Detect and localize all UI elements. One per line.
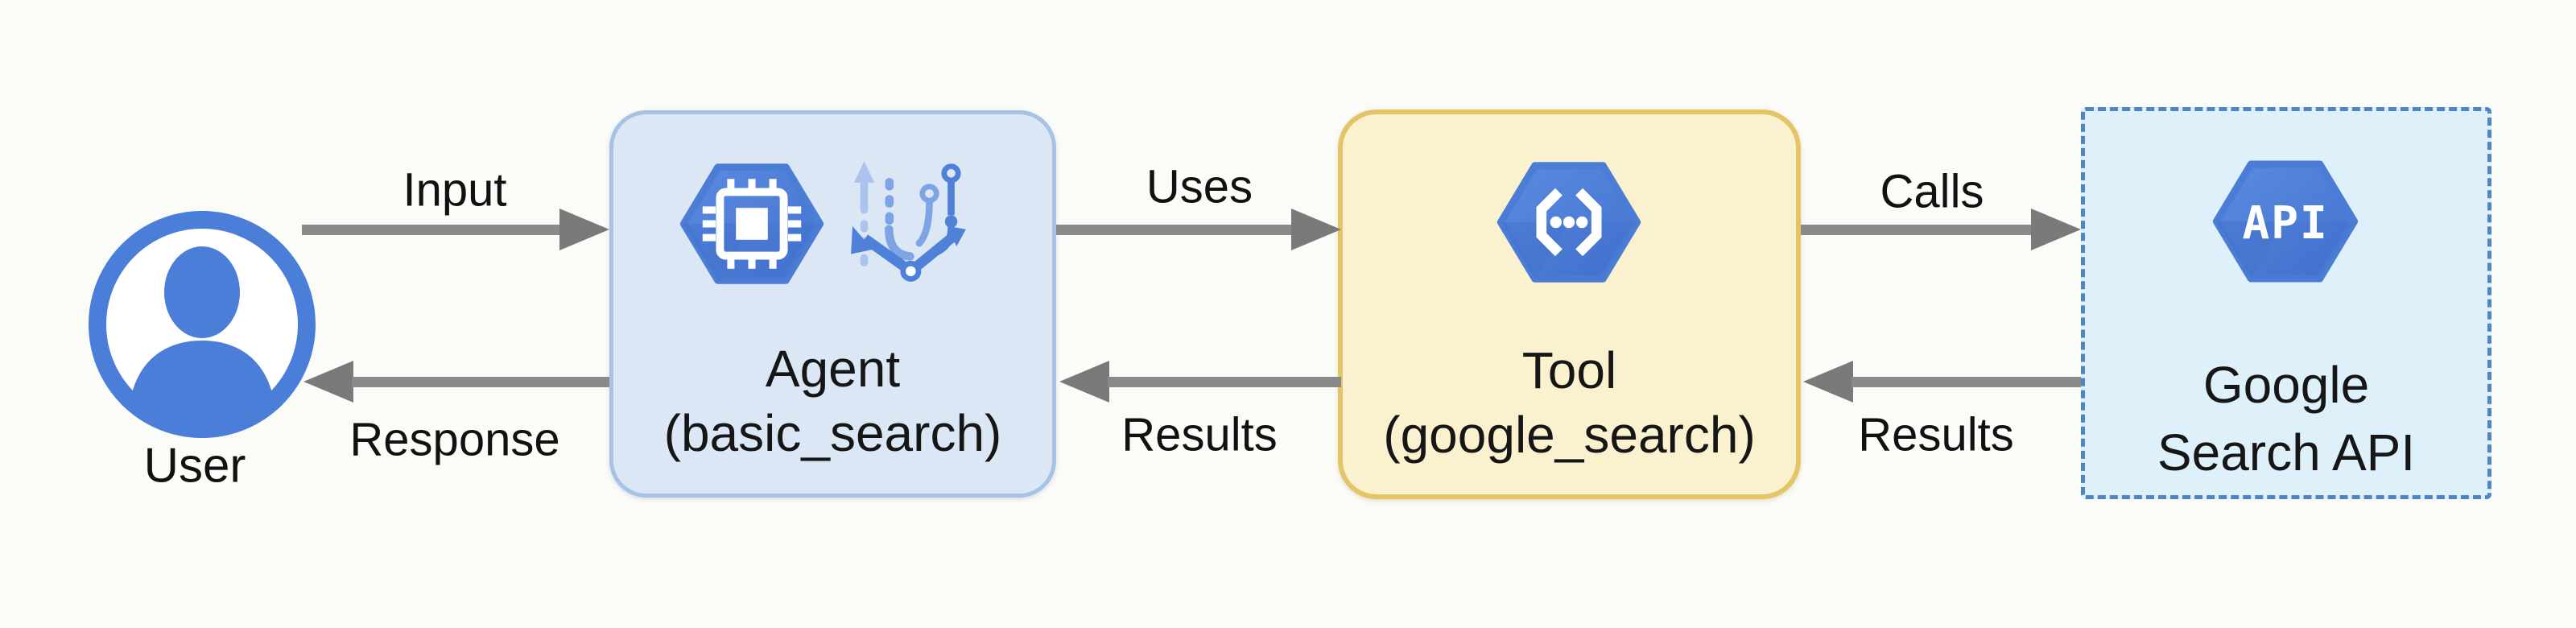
api-title: Google (2202, 356, 2370, 414)
tool-title: Tool (1521, 341, 1617, 399)
code-brackets-hexagon-icon (1496, 162, 1641, 283)
agent-box-text: Agent (basic_search) (609, 337, 1056, 465)
user-label: User (143, 438, 246, 493)
api-subtitle: Search API (2157, 423, 2416, 481)
tool-node (1338, 109, 1801, 499)
agent-node (609, 110, 1056, 498)
api-hexagon-icon: API (2212, 160, 2359, 283)
input-arrow-label: Input (402, 163, 507, 217)
branch-pipeline-icon (851, 160, 966, 282)
response-arrow (303, 361, 609, 403)
api-hexagon-text: API (2242, 197, 2328, 250)
calls-arrow-label: Calls (1880, 165, 1984, 218)
user-icon (89, 211, 316, 438)
api-results-arrow-label: Results (1858, 408, 2014, 461)
cloud-chip-hexagon-icon (679, 163, 824, 284)
tool-box-text: Tool (google_search) (1338, 338, 1801, 467)
calls-arrow (1801, 209, 2081, 250)
agent-subtitle: (basic_search) (663, 404, 1002, 462)
tool-subtitle: (google_search) (1383, 406, 1756, 464)
uses-arrow (1056, 209, 1341, 250)
input-arrow (302, 209, 609, 250)
api-box-text: Google Search API (2081, 351, 2491, 486)
agent-title: Agent (765, 340, 901, 398)
uses-arrow-label: Uses (1146, 160, 1253, 213)
api-results-arrow (1803, 361, 2081, 403)
tool-results-arrow (1059, 361, 1341, 403)
tool-results-arrow-label: Results (1121, 408, 1278, 461)
response-arrow-label: Response (349, 413, 560, 466)
